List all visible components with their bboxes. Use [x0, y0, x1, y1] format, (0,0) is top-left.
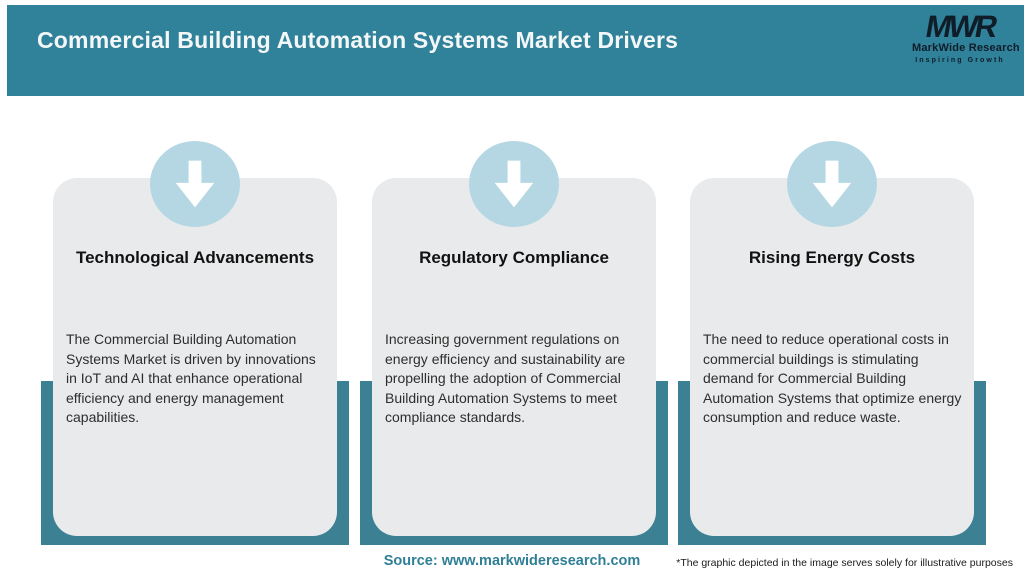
arrow-badge	[787, 141, 877, 227]
card-title: Technological Advancements	[75, 248, 315, 267]
logo-tagline: Inspiring Growth	[915, 57, 1005, 64]
driver-card-technological-advancements: Technological Advancements The Commercia…	[53, 178, 337, 536]
header-band: Commercial Building Automation Systems M…	[7, 5, 1024, 96]
arrow-badge	[469, 141, 559, 227]
card-title: Regulatory Compliance	[419, 248, 609, 267]
down-arrow-icon	[812, 160, 852, 208]
driver-card-rising-energy-costs: Rising Energy Costs The need to reduce o…	[690, 178, 974, 536]
source-text: Source: www.markwideresearch.com	[383, 553, 641, 569]
down-arrow-icon	[494, 160, 534, 208]
markwide-research-logo: MWR MarkWide Research Inspiring Growth	[912, 9, 1020, 65]
driver-card-regulatory-compliance: Regulatory Compliance Increasing governm…	[372, 178, 656, 536]
arrow-badge	[150, 141, 240, 227]
card-title: Rising Energy Costs	[748, 248, 916, 267]
card-body-text: The need to reduce operational costs in …	[703, 331, 962, 425]
page-title: Commercial Building Automation Systems M…	[37, 27, 679, 53]
logo-name: MarkWide Research	[912, 42, 1020, 54]
logo-monogram: MWR	[922, 9, 998, 44]
card-body-text: The Commercial Building Automation Syste…	[66, 331, 316, 425]
down-arrow-icon	[175, 160, 215, 208]
disclaimer-text: *The graphic depicted in the image serve…	[676, 557, 1013, 569]
card-body-text: Increasing government regulations on ene…	[385, 331, 626, 425]
